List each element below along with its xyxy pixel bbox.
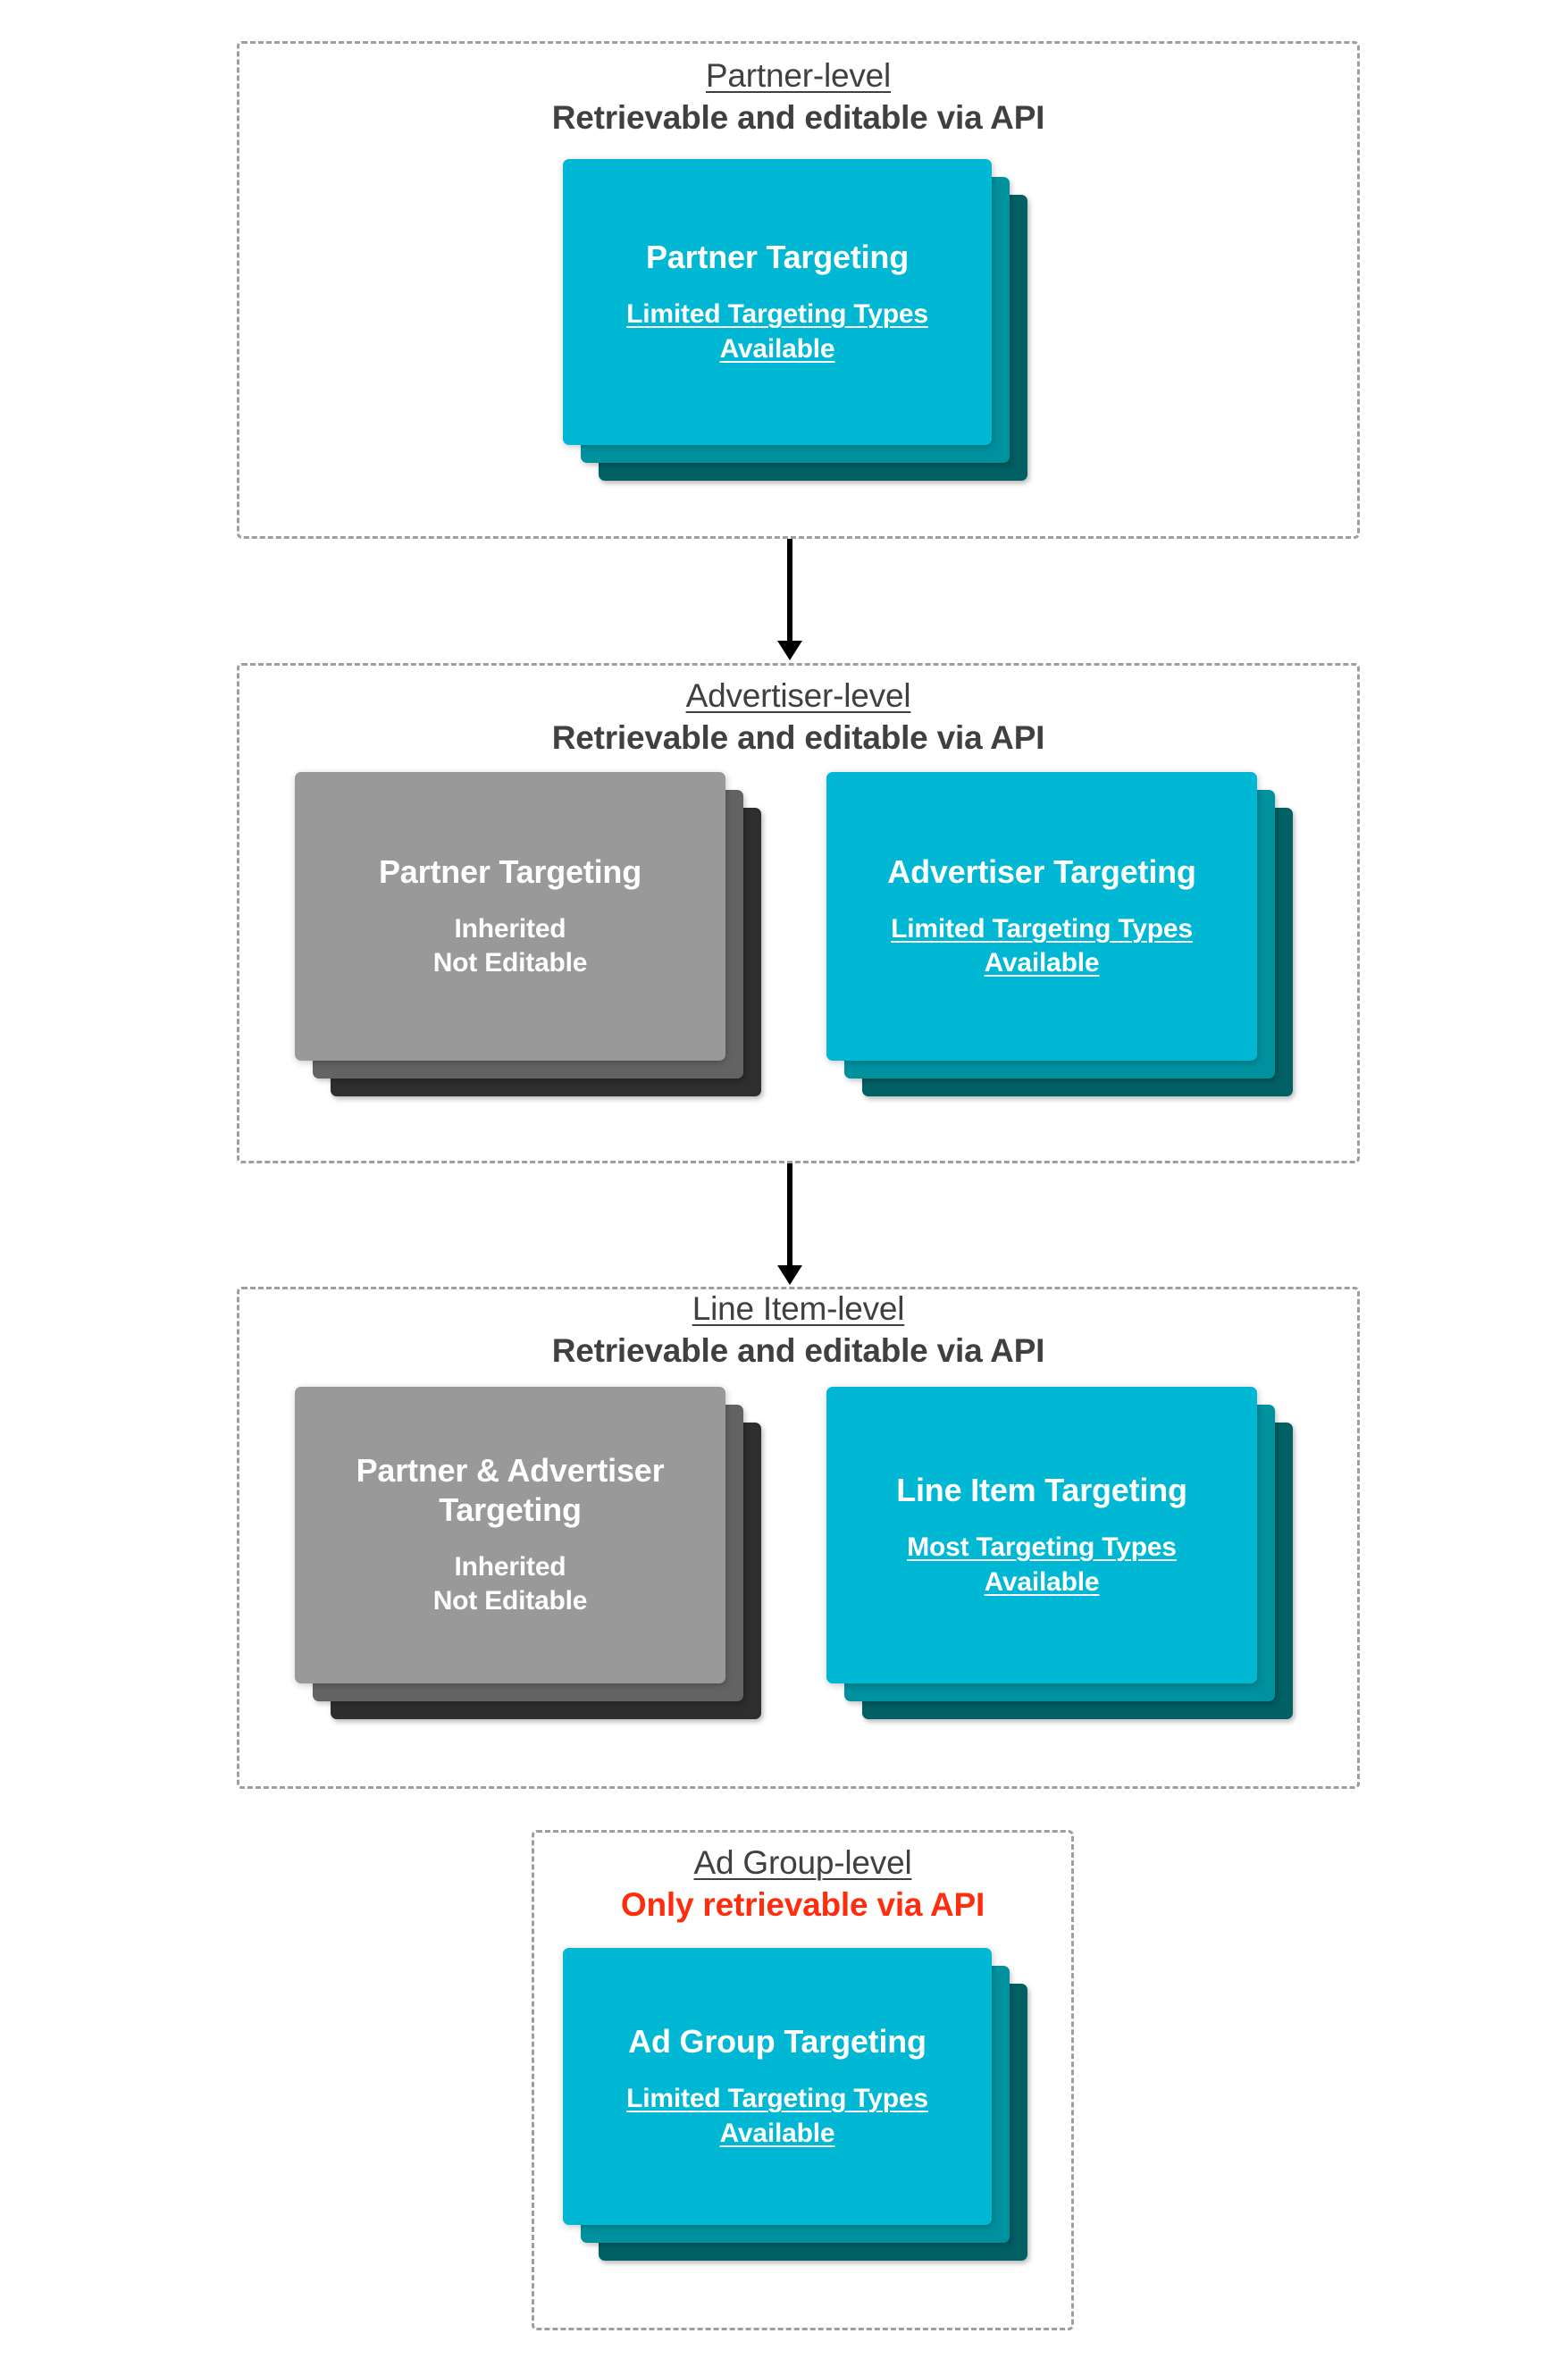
card-subtitle-line2: Not Editable [432, 948, 588, 978]
level-box-advertiser [237, 663, 1360, 1163]
card-subtitle: Limited Targeting Types Available [626, 298, 928, 366]
card-face-partner-targeting[interactable]: Partner Targeting Limited Targeting Type… [563, 159, 992, 445]
arrow-head-icon [777, 1265, 802, 1285]
level-api-note-ad-group: Only retrievable via API [620, 1886, 985, 1924]
card-face-line-item-targeting[interactable]: Line Item Targeting Most Targeting Types… [826, 1387, 1257, 1683]
card-face-advertiser-targeting[interactable]: Advertiser Targeting Limited Targeting T… [826, 772, 1257, 1061]
level-heading-line-item: Line Item-level Retrievable and editable… [237, 1288, 1360, 1371]
level-heading-advertiser: Advertiser-level Retrievable and editabl… [237, 676, 1360, 758]
card-subtitle: Inherited Not Editable [433, 912, 588, 981]
level-api-note-advertiser: Retrievable and editable via API [551, 719, 1045, 757]
level-title-partner: Partner-level [705, 57, 892, 94]
card-title: Partner Targeting [646, 239, 909, 276]
level-box-line-item [237, 1287, 1360, 1789]
card-subtitle-line2: Available [719, 333, 835, 364]
card-subtitle-line1: Limited Targeting Types [626, 2084, 928, 2114]
card-face-ad-group-targeting[interactable]: Ad Group Targeting Limited Targeting Typ… [563, 1948, 992, 2225]
card-subtitle-line1: Most Targeting Types [907, 1532, 1177, 1563]
card-subtitle-line2: Not Editable [432, 1586, 588, 1616]
card-subtitle: Limited Targeting Types Available [891, 912, 1193, 981]
card-stack-advertiser-targeting[interactable]: Advertiser Targeting Limited Targeting T… [826, 772, 1309, 1129]
card-subtitle: Inherited Not Editable [433, 1550, 588, 1619]
card-subtitle-line2: Available [719, 2118, 835, 2148]
level-heading-partner: Partner-level Retrievable and editable v… [237, 55, 1360, 138]
arrow-advertiser-to-line-item [777, 1163, 802, 1285]
card-title: Line Item Targeting [896, 1472, 1187, 1509]
arrow-shaft [787, 1163, 792, 1267]
card-title: Ad Group Targeting [628, 2023, 927, 2061]
level-title-advertiser: Advertiser-level [685, 677, 911, 714]
level-title-ad-group: Ad Group-level [693, 1844, 912, 1881]
card-subtitle-line1: Limited Targeting Types [891, 913, 1193, 944]
card-stack-ad-group-targeting[interactable]: Ad Group Targeting Limited Targeting Typ… [563, 1948, 1036, 2287]
level-api-note-partner: Retrievable and editable via API [551, 99, 1045, 137]
level-box-partner [237, 41, 1360, 539]
card-stack-line-item-targeting[interactable]: Line Item Targeting Most Targeting Types… [826, 1387, 1309, 1753]
level-heading-ad-group: Ad Group-level Only retrievable via API [532, 1842, 1074, 1925]
card-face-inherited-partner-targeting[interactable]: Partner Targeting Inherited Not Editable [295, 772, 725, 1061]
arrow-head-icon [777, 641, 802, 660]
card-face-inherited-partner-advertiser-targeting[interactable]: Partner & Advertiser Targeting Inherited… [295, 1387, 725, 1683]
card-subtitle: Most Targeting Types Available [907, 1531, 1177, 1599]
level-api-note-line-item: Retrievable and editable via API [551, 1332, 1045, 1370]
card-stack-line-item-inherited[interactable]: Partner & Advertiser Targeting Inherited… [295, 1387, 777, 1753]
arrow-shaft [787, 539, 792, 642]
level-box-ad-group [532, 1830, 1074, 2330]
card-title: Partner Targeting [379, 852, 641, 890]
card-subtitle-line1: Limited Targeting Types [626, 299, 928, 330]
card-stack-partner-targeting[interactable]: Partner Targeting Limited Targeting Type… [563, 159, 1036, 499]
card-subtitle-line1: Inherited [454, 1551, 566, 1582]
card-title: Partner & Advertiser Targeting [356, 1452, 665, 1528]
level-title-line-item: Line Item-level [692, 1290, 905, 1327]
card-stack-advertiser-inherited-partner[interactable]: Partner Targeting Inherited Not Editable [295, 772, 777, 1129]
card-subtitle-line1: Inherited [454, 913, 566, 944]
card-subtitle-line2: Available [984, 948, 1100, 978]
arrow-partner-to-advertiser [777, 539, 802, 660]
card-subtitle-line2: Available [984, 1566, 1100, 1597]
card-title: Advertiser Targeting [887, 852, 1196, 890]
card-subtitle: Limited Targeting Types Available [626, 2082, 928, 2151]
